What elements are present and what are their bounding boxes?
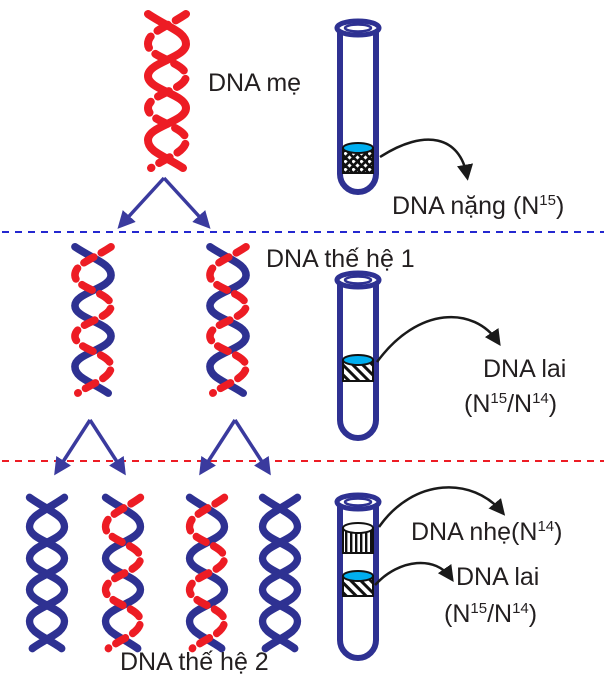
label-heavy-dna-sup: 15 [539,192,556,209]
gen2-light-helix-2 [263,498,298,649]
branch-arrow [88,419,126,476]
label-light-dna-sup: 14 [537,518,555,535]
parent-dna-helix [148,14,186,168]
branch-arrow [117,176,166,229]
label-parent-dna: DNA mẹ [208,69,302,97]
test-tube-2 [334,270,382,441]
formula-sup2: 14 [532,390,549,407]
gen2-hybrid-helix-1 [106,498,141,649]
formula-pre: (N [444,600,471,628]
meniscus [342,354,374,366]
test-tube-3 [334,492,382,661]
label-light-dna-post: ) [554,518,563,546]
callout-arrow-hybrid-gen2 [374,561,454,586]
tube-body [337,280,379,441]
label-heavy-dna-post: ) [555,192,565,220]
replication-branch-2-left [54,419,126,476]
branch-arrow [162,176,211,229]
tube-rim-inner [343,23,373,33]
branch-arrow [199,419,237,476]
replication-branch-1 [117,176,211,229]
tube-body [337,28,379,195]
meniscus [342,570,374,582]
gen1-hybrid-helix-left [75,247,111,393]
tube-rim [334,270,382,290]
tube-rim [334,18,382,38]
tube-body [337,502,379,661]
callout-arrow-heavy [379,138,474,181]
branch-arrow [233,419,271,476]
formula-sup1: 15 [490,390,508,407]
meniscus [342,142,374,154]
formula-mid: /N [507,390,533,418]
label-light-dna-pre: DNA nhẹ(N [411,518,538,546]
callout-arrow-hybrid-gen1 [375,315,501,363]
label-hybrid-gen2-formula: (N15/N14) [444,600,538,629]
formula-mid: /N [487,600,513,628]
formula-sup1: 15 [470,600,488,617]
light-band-meniscus [342,522,374,534]
gen2-hybrid-helix-2 [190,498,225,649]
replication-branch-2-right [199,419,271,476]
formula-post: ) [548,390,558,418]
label-hybrid-gen1-name: DNA lai [483,355,567,383]
label-heavy-dna: DNA nặng (N15) [392,192,565,221]
callout-arrow-light [377,486,506,528]
formula-sup2: 14 [512,600,529,617]
label-light-dna: DNA nhẹ(N14) [411,518,563,547]
tube-rim-inner [343,497,373,507]
gen2-light-helix-1 [30,498,65,649]
label-generation-1: DNA thế hệ 1 [266,245,415,273]
label-hybrid-gen2-name: DNA lai [456,563,540,591]
test-tube-1 [334,18,382,195]
branch-arrow [54,419,92,476]
label-generation-2: DNA thế hệ 2 [120,648,269,676]
tube-rim [334,492,382,512]
tube-rim-inner [343,275,373,285]
gen1-hybrid-helix-right [210,247,246,393]
formula-post: ) [528,600,538,628]
label-heavy-dna-pre: DNA nặng (N [392,192,540,220]
formula-pre: (N [464,390,491,418]
label-hybrid-gen1-formula: (N15/N14) [464,390,558,419]
